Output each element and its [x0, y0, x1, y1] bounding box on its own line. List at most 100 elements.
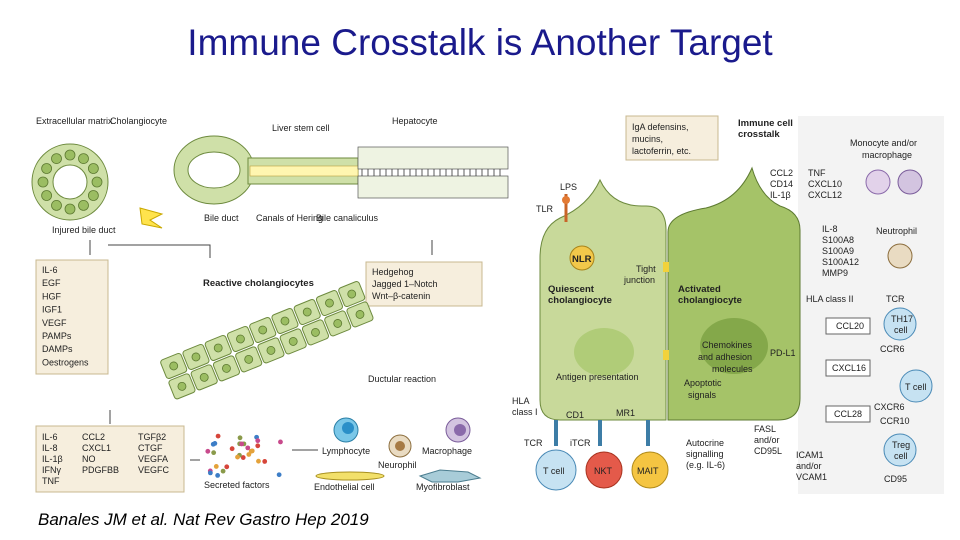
label-activated-1: Activated [678, 284, 721, 295]
label-macrophage: Macrophage [422, 446, 472, 456]
secreted-c1-item-1: IL-8 [42, 443, 58, 453]
reactive-nucleus [199, 372, 209, 382]
label-tight-junction-1: Tight [636, 264, 656, 274]
secreted-dot [205, 448, 211, 454]
macrophage-cell-right [897, 169, 923, 195]
secreted-dot [246, 452, 252, 457]
duct-nucleus [51, 199, 62, 211]
label-neurophil: Neurophil [378, 460, 417, 470]
secreted-dot [255, 438, 261, 444]
th17-cell [883, 307, 917, 341]
neutrophil-right [887, 243, 913, 269]
reactive-cells [160, 281, 374, 400]
label-chemokines-2: and adhesion [698, 352, 752, 362]
monocyte-cell [865, 169, 891, 195]
secreted-dot [235, 454, 240, 460]
label-fasl-1: FASL [754, 424, 776, 434]
secreted-dot [239, 441, 245, 447]
label-chemokines-3: molecules [712, 364, 753, 374]
secreted-dot [249, 448, 255, 454]
label-ductular: Ductular reaction [368, 374, 436, 384]
duct-nucleus [78, 199, 89, 211]
label-liver-stem-cell: Liver stem cell [272, 123, 330, 133]
label-autocrine-1: Autocrine [686, 438, 724, 448]
label-mait: MAIT [637, 466, 659, 476]
secreted-dot [207, 470, 213, 476]
il8-item-3: S100A12 [822, 257, 859, 267]
duct-nucleus [87, 190, 99, 201]
nlr-icon [569, 245, 595, 271]
signal-item-1: Jagged 1–Notch [372, 279, 438, 289]
reactive-nucleus [236, 334, 245, 344]
label-hla-class2: HLA class II [806, 294, 854, 304]
reactive-nucleus [213, 343, 223, 353]
label-secreted-factors: Secreted factors [204, 480, 270, 490]
label-bile-duct: Bile duct [204, 213, 239, 223]
bile-duct-cross-section [31, 143, 164, 229]
label-th17-1: TH17 [891, 314, 913, 324]
ccl-c2-item-2: CXCL12 [808, 190, 842, 200]
secreted-dot [213, 464, 219, 469]
factor-item-7: Oestrogens [42, 357, 89, 367]
duct-nucleus [64, 203, 76, 215]
label-bile-canaliculus: Bile canaliculus [316, 213, 379, 223]
iga-box [625, 115, 719, 161]
label-itcr: iTCR [570, 438, 591, 448]
reactive-nucleus [325, 298, 334, 308]
secreted-dot [255, 443, 261, 449]
label-autocrine-2: signalling [686, 449, 724, 459]
right-panel: IgA defensins,mucins,lactoferrin, etc. I… [512, 115, 944, 494]
reactive-nucleus [288, 337, 298, 346]
label-activated-2: cholangiocyte [678, 295, 742, 306]
signal-item-2: Wnt–β-catenin [372, 291, 430, 301]
secreted-box [35, 425, 185, 493]
cxcl16-box [825, 359, 871, 377]
label-hla-class1-1: HLA [512, 396, 530, 406]
reactive-nucleus [347, 289, 357, 299]
secreted-dot [240, 455, 246, 460]
slide-title: Immune Crosstalk is Another Target [187, 22, 773, 63]
reactive-nucleus [302, 307, 312, 317]
factor-item-5: PAMPs [42, 331, 72, 341]
secreted-c3-item-2: VEGFA [138, 454, 168, 464]
label-cd95: CD95 [884, 474, 907, 484]
reactive-nucleus [177, 381, 187, 391]
endothelial-cell [315, 471, 385, 481]
label-ccr6: CCR6 [880, 344, 905, 354]
iga-item-2: lactoferrin, etc. [632, 146, 691, 156]
reactive-nucleus [311, 328, 320, 337]
iga-list: IgA defensins,mucins,lactoferrin, etc. [632, 122, 691, 156]
secreted-dot [256, 458, 261, 464]
secreted-c3-item-3: VEGFC [138, 465, 170, 475]
label-cxcr6: CXCR6 [874, 402, 905, 412]
factor-item-6: DAMPs [42, 344, 73, 354]
duct-nucleus [41, 190, 53, 201]
secreted-c2-item-3: PDGFBB [82, 465, 119, 475]
label-tcell-right: T cell [905, 382, 926, 392]
label-ccl20: CCL20 [836, 321, 864, 331]
label-icam-2: and/or [796, 461, 822, 471]
label-th17-2: cell [894, 325, 908, 335]
secreted-c2-item-1: CXCL1 [82, 443, 111, 453]
activated-cholangiocyte [667, 166, 801, 421]
secreted-dot [229, 446, 235, 452]
myofibroblast-cell [418, 469, 482, 483]
ccl-c2-item-1: CXCL10 [808, 179, 842, 189]
label-treg-1: Treg [892, 440, 910, 450]
reactive-nucleus [191, 352, 201, 362]
duct-channel [173, 135, 509, 205]
crosstalk-title-1: Immune cell [738, 118, 793, 129]
label-tcr-left: TCR [524, 438, 543, 448]
label-monocyte-2: macrophage [862, 150, 912, 160]
factor-item-0: IL-6 [42, 265, 58, 275]
label-quiescent-2: cholangiocyte [548, 295, 612, 306]
iga-item-1: mucins, [632, 134, 663, 144]
secreted-c1-item-2: IL-1β [42, 454, 63, 464]
secreted-dot [212, 441, 218, 446]
label-pdl1: PD-L1 [770, 348, 796, 358]
